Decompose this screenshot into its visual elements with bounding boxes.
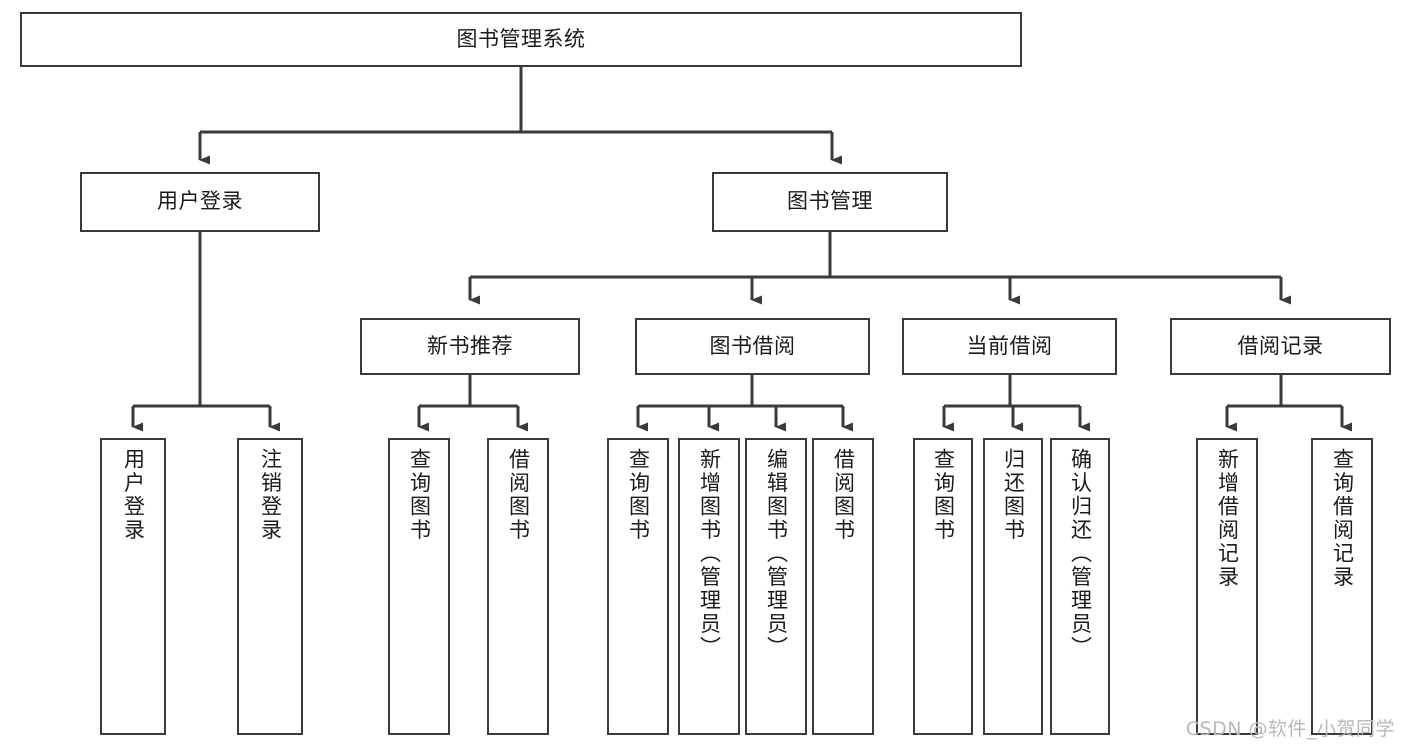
node-label: 查询图书 [931, 448, 956, 542]
node-current-borrow[interactable]: 当前借阅 [902, 318, 1117, 375]
node-label: 查询借阅记录 [1330, 448, 1355, 589]
node-book-borrow[interactable]: 图书借阅 [635, 318, 870, 375]
node-label: 当前借阅 [966, 333, 1053, 358]
node-label: 图书借阅 [709, 333, 796, 358]
leaf-record-query-borrow-record[interactable]: 查询借阅记录 [1311, 438, 1373, 735]
leaf-current-query-book[interactable]: 查询图书 [913, 438, 973, 735]
leaf-borrow-borrow-book[interactable]: 借阅图书 [812, 438, 874, 735]
node-label: 借阅记录 [1237, 333, 1324, 358]
leaf-borrow-add-book-admin[interactable]: 新增图书（管理员） [678, 438, 740, 735]
node-label: 注销登录 [258, 448, 283, 542]
node-label: 图书管理 [787, 189, 873, 214]
node-root-system[interactable]: 图书管理系统 [20, 12, 1022, 67]
leaf-current-confirm-return-admin[interactable]: 确认归还（管理员） [1050, 438, 1110, 735]
node-label: 借阅图书 [506, 448, 531, 542]
node-label: 新增图书（管理员） [697, 448, 722, 660]
node-label: 查询图书 [626, 448, 651, 542]
node-label: 用户登录 [157, 189, 243, 214]
node-label: 归还图书 [1001, 448, 1026, 542]
leaf-borrow-query-book[interactable]: 查询图书 [607, 438, 669, 735]
node-label: 新书推荐 [427, 333, 513, 358]
node-label: 借阅图书 [831, 448, 856, 542]
leaf-record-add-borrow-record[interactable]: 新增借阅记录 [1196, 438, 1258, 735]
leaf-user-login[interactable]: 用户登录 [100, 438, 166, 735]
node-user-login[interactable]: 用户登录 [80, 172, 320, 232]
node-book-management[interactable]: 图书管理 [712, 172, 948, 232]
node-borrow-record[interactable]: 借阅记录 [1170, 318, 1391, 375]
leaf-recommend-borrow-book[interactable]: 借阅图书 [487, 438, 549, 735]
leaf-user-logout[interactable]: 注销登录 [237, 438, 303, 735]
node-label: 查询图书 [407, 448, 432, 542]
node-new-book-recommend[interactable]: 新书推荐 [360, 318, 580, 375]
node-label: 编辑图书（管理员） [764, 448, 789, 660]
node-label: 用户登录 [121, 448, 146, 542]
leaf-borrow-edit-book-admin[interactable]: 编辑图书（管理员） [745, 438, 807, 735]
csdn-watermark: CSDN @软件_小贺同学 [1185, 718, 1395, 740]
leaf-recommend-query-book[interactable]: 查询图书 [388, 438, 450, 735]
leaf-current-return-book[interactable]: 归还图书 [983, 438, 1043, 735]
node-label: 图书管理系统 [456, 26, 586, 51]
node-label: 确认归还（管理员） [1068, 448, 1093, 660]
node-label: 新增借阅记录 [1215, 448, 1240, 589]
